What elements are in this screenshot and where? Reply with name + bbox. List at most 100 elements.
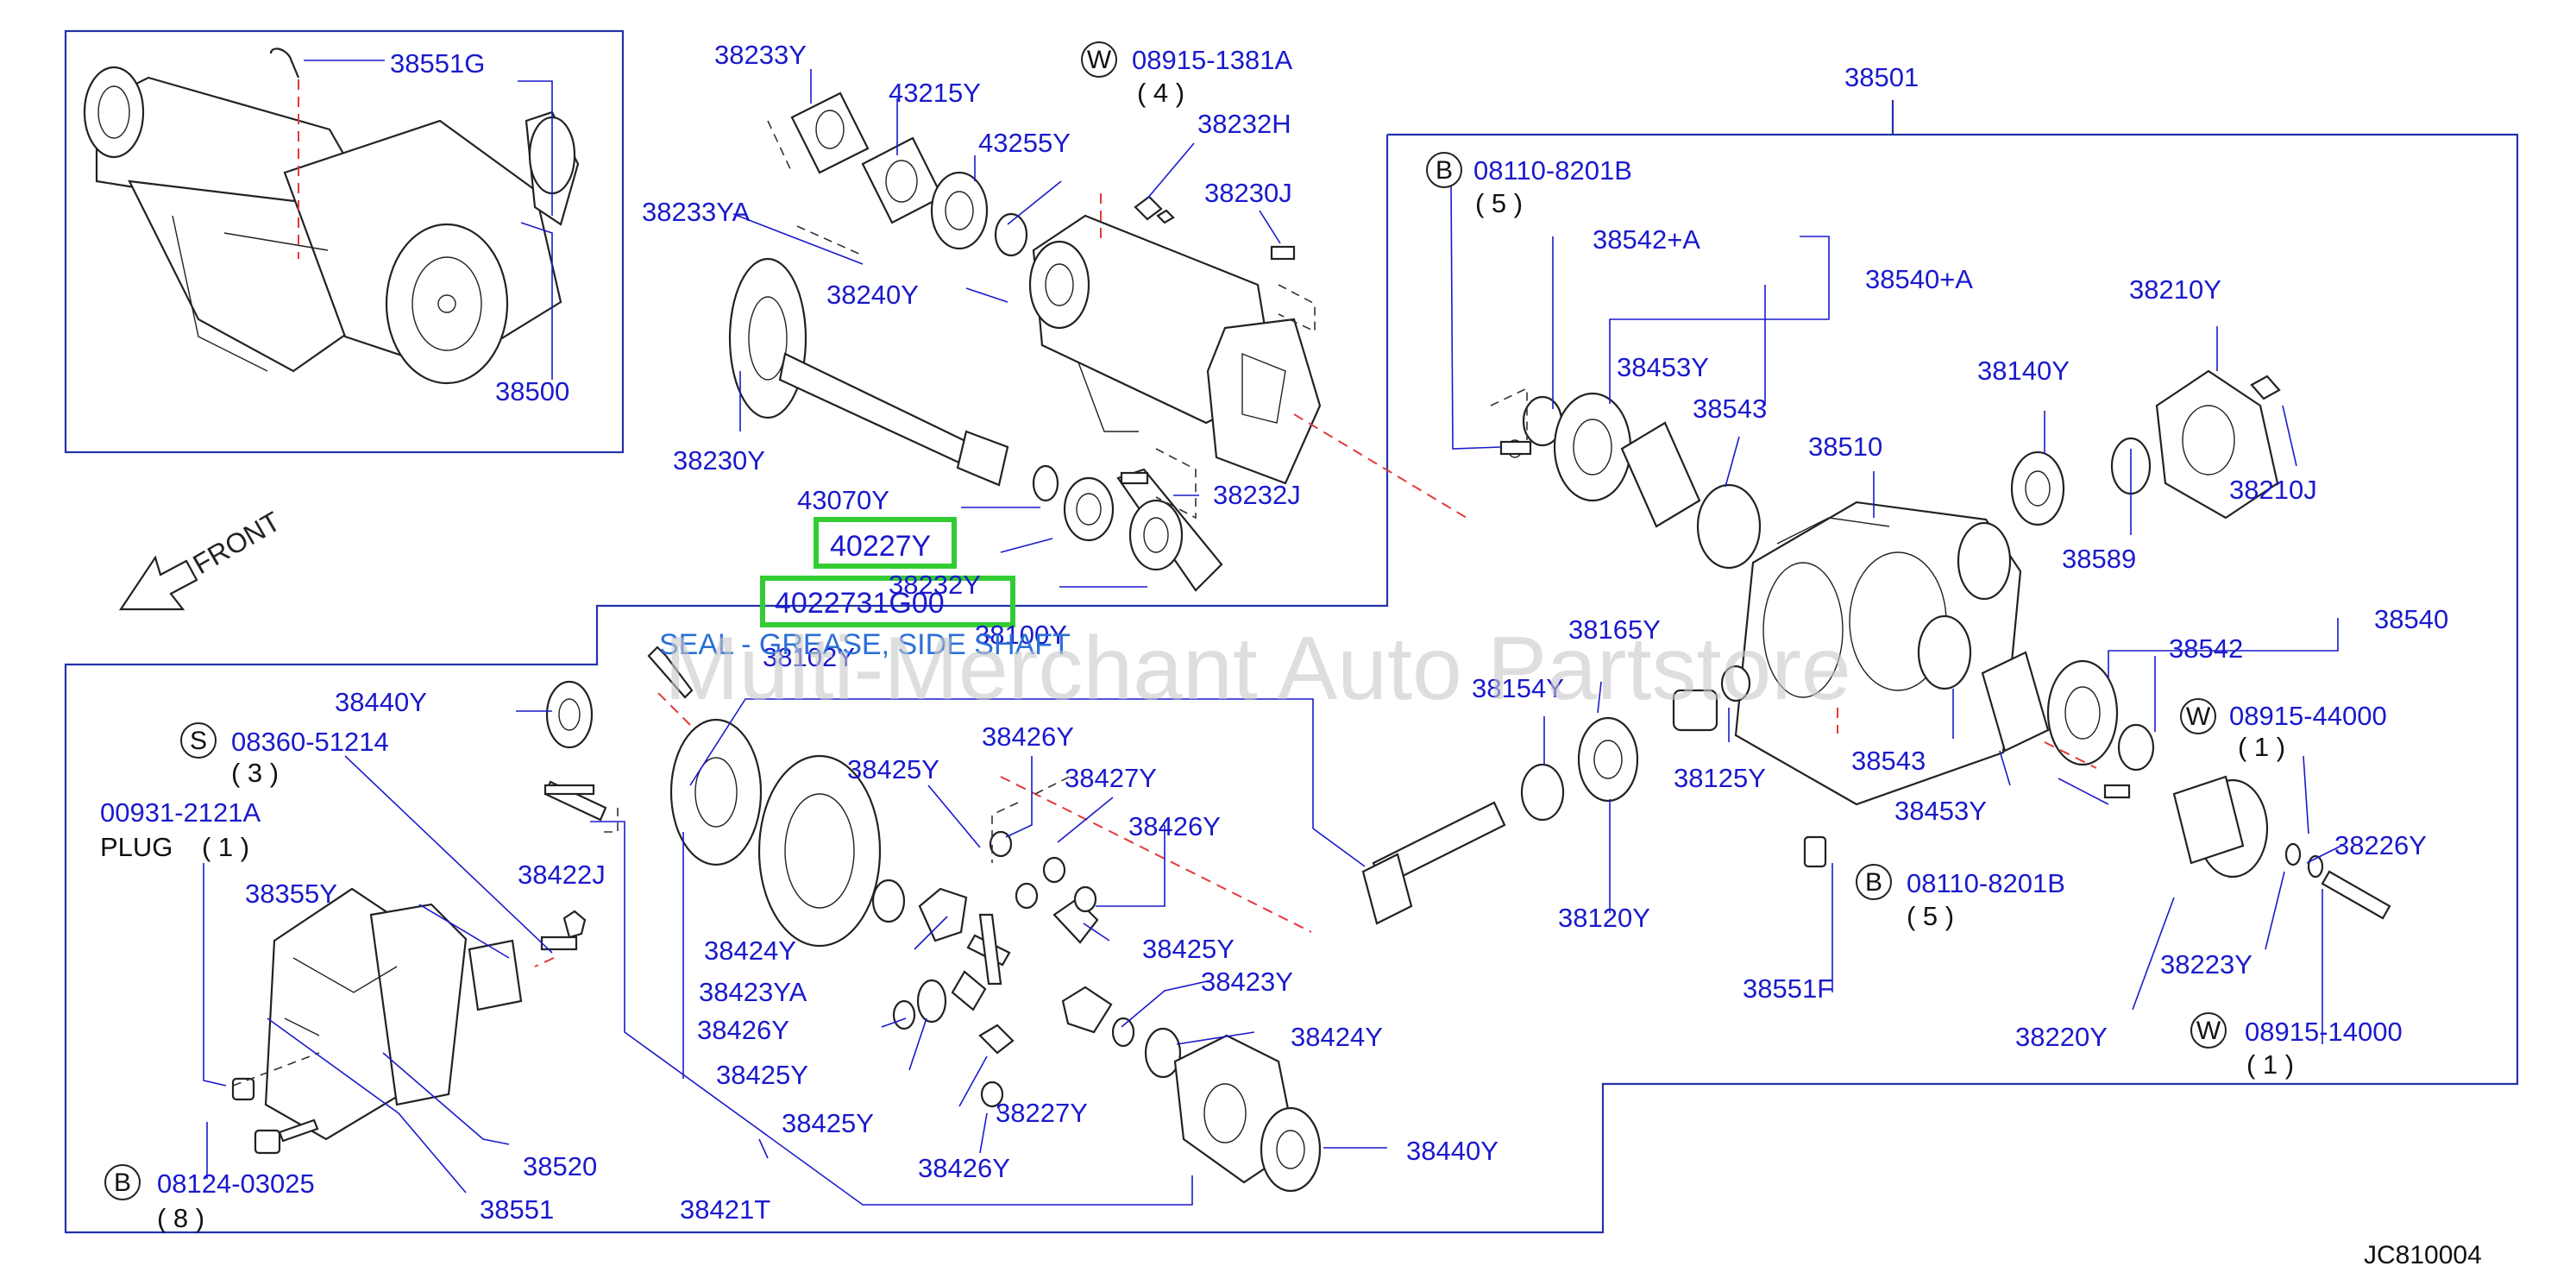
part-number-callout[interactable]: 38223Y: [2160, 949, 2252, 979]
part-number-callout[interactable]: 38220Y: [2015, 1022, 2108, 1052]
part-number-callout[interactable]: 38540: [2374, 604, 2448, 634]
part-number-callout[interactable]: 08110-8201B: [1907, 868, 2065, 898]
circle-letter: W: [2186, 702, 2211, 731]
circle-letter: B: [114, 1168, 131, 1197]
part-number-callout[interactable]: 38510: [1808, 431, 1882, 462]
quantity-label: ( 1 ): [202, 832, 249, 862]
part-number-callout[interactable]: 08110-8201B: [1473, 155, 1632, 186]
part-number-callout[interactable]: 38453Y: [1617, 352, 1709, 382]
part-number-callout[interactable]: 38440Y: [335, 687, 427, 717]
main-assembly-frame: [64, 133, 2519, 1234]
cover-gear-group: [231, 646, 1322, 1193]
part-number-callout[interactable]: 38232J: [1213, 480, 1301, 510]
quantity-label: ( 3 ): [231, 758, 279, 788]
part-number-callout[interactable]: 38424Y: [704, 935, 796, 966]
part-number-callout[interactable]: 38426Y: [982, 721, 1074, 752]
part-number-callout[interactable]: 38543: [1693, 394, 1767, 424]
part-number-callout[interactable]: 38425Y: [847, 754, 939, 784]
circled-letter-markers: [104, 41, 2227, 1200]
part-number-callout[interactable]: 38426Y: [697, 1015, 789, 1045]
part-number-callout[interactable]: 38154Y: [1472, 673, 1564, 703]
part-number-callout[interactable]: 38355Y: [245, 879, 337, 909]
part-number-callout[interactable]: 00931-2121A: [100, 797, 261, 828]
circle-letter: B: [1865, 868, 1882, 897]
part-number-callout[interactable]: 38210J: [2229, 475, 2317, 505]
part-number-callout[interactable]: 38425Y: [1142, 934, 1235, 964]
diagram-code: JC810004: [2364, 1241, 2482, 1269]
part-number-callout[interactable]: 38140Y: [1977, 356, 2070, 386]
part-number-callout[interactable]: 38542: [2169, 633, 2243, 664]
highlighted-part-number-oem[interactable]: 4022731G00: [775, 587, 945, 620]
highlighted-part-number[interactable]: 40227Y: [830, 530, 931, 563]
part-number-callout[interactable]: 43070Y: [797, 485, 889, 515]
part-number-callout[interactable]: 43255Y: [978, 128, 1071, 158]
leader-lines: [203, 69, 2342, 1206]
circle-letter: S: [190, 727, 207, 755]
part-number-callout[interactable]: 38165Y: [1568, 614, 1661, 645]
part-number-callout[interactable]: 38543: [1851, 746, 1926, 776]
part-number-callout[interactable]: 08124-03025: [157, 1168, 315, 1199]
part-number-callout[interactable]: 38424Y: [1291, 1022, 1383, 1052]
part-number-callout[interactable]: 38226Y: [2334, 830, 2427, 860]
part-number-callout[interactable]: 38233Y: [714, 40, 807, 70]
part-number-callout[interactable]: 38100Y: [975, 620, 1067, 650]
part-number-callout[interactable]: 38542+A: [1593, 224, 1700, 255]
part-number-callout[interactable]: 38551: [480, 1194, 554, 1225]
highlight-box-part-1: [814, 517, 957, 569]
callout-labels: 38551G 38500 38233Y 38233YA 43215Y 43255Y 0891…: [100, 40, 2448, 1233]
part-number-callout[interactable]: 08915-1381A: [1132, 45, 1292, 75]
part-number-callout[interactable]: 38423Y: [1201, 967, 1293, 997]
inset-frame: [64, 29, 625, 454]
front-label: FRONT: [188, 506, 286, 580]
part-number-callout[interactable]: 38227Y: [996, 1098, 1088, 1128]
part-number-callout[interactable]: 38425Y: [782, 1108, 874, 1138]
part-number-callout[interactable]: 38427Y: [1065, 763, 1157, 793]
circle-letter: W: [2196, 1017, 2221, 1045]
part-number-callout[interactable]: 38425Y: [716, 1060, 808, 1090]
watermark: Multi-Merchant Auto Partstore: [664, 619, 1851, 719]
part-number-callout[interactable]: 38422J: [518, 860, 606, 890]
part-number-callout[interactable]: 38426Y: [918, 1153, 1010, 1183]
part-number-callout[interactable]: 38520: [523, 1151, 597, 1181]
part-number-callout[interactable]: 38551F: [1743, 973, 1833, 1004]
part-number-callout[interactable]: 38120Y: [1558, 903, 1650, 933]
part-number-callout[interactable]: 38453Y: [1894, 796, 1987, 826]
circle-letter: B: [1436, 156, 1453, 185]
shaft-bearing-group: [728, 91, 1467, 592]
quantity-label: ( 5 ): [1475, 188, 1523, 218]
part-number-callout[interactable]: 38421T: [680, 1194, 770, 1225]
part-number-callout[interactable]: 38440Y: [1406, 1136, 1498, 1166]
part-number-callout[interactable]: 43215Y: [889, 78, 981, 108]
part-number-callout[interactable]: 38426Y: [1128, 811, 1221, 841]
part-number-callout[interactable]: 38501: [1844, 62, 1919, 92]
highlighted-part-description: SEAL - GREASE, SIDE SHAFT: [659, 628, 1071, 661]
part-number-callout[interactable]: 08915-44000: [2229, 701, 2387, 731]
quantity-label: ( 1 ): [2246, 1049, 2294, 1080]
quantity-label: ( 1 ): [2238, 732, 2285, 762]
part-number-callout[interactable]: 38551G: [390, 48, 485, 79]
quantity-label: ( 5 ): [1907, 901, 1954, 931]
part-number-callout[interactable]: 38230Y: [673, 445, 765, 476]
part-number-callout[interactable]: 38423YA: [699, 977, 807, 1007]
part-number-callout[interactable]: 38240Y: [826, 280, 919, 310]
part-number-callout[interactable]: 08915-14000: [2245, 1017, 2403, 1047]
part-number-callout[interactable]: 38210Y: [2129, 274, 2221, 305]
front-direction-arrow: [118, 555, 198, 611]
part-number-callout: PLUG: [100, 832, 173, 862]
part-number-callout[interactable]: 38233YA: [642, 197, 751, 227]
quantity-label: ( 8 ): [157, 1203, 204, 1233]
part-number-callout[interactable]: 38589: [2062, 544, 2136, 574]
part-number-callout[interactable]: 38125Y: [1674, 763, 1766, 793]
part-number-callout[interactable]: 38102Y: [763, 642, 855, 672]
part-number-callout[interactable]: 38232Y: [889, 570, 981, 600]
part-number-callout[interactable]: 38232H: [1197, 109, 1291, 139]
inset-housing-drawing: [83, 47, 580, 385]
carrier-group: [1361, 369, 2391, 925]
part-number-callout[interactable]: 38500: [495, 376, 569, 406]
part-number-callout[interactable]: 38230J: [1204, 178, 1292, 208]
part-number-callout[interactable]: 08360-51214: [231, 727, 389, 757]
part-number-callout[interactable]: 38540+A: [1865, 264, 1973, 294]
